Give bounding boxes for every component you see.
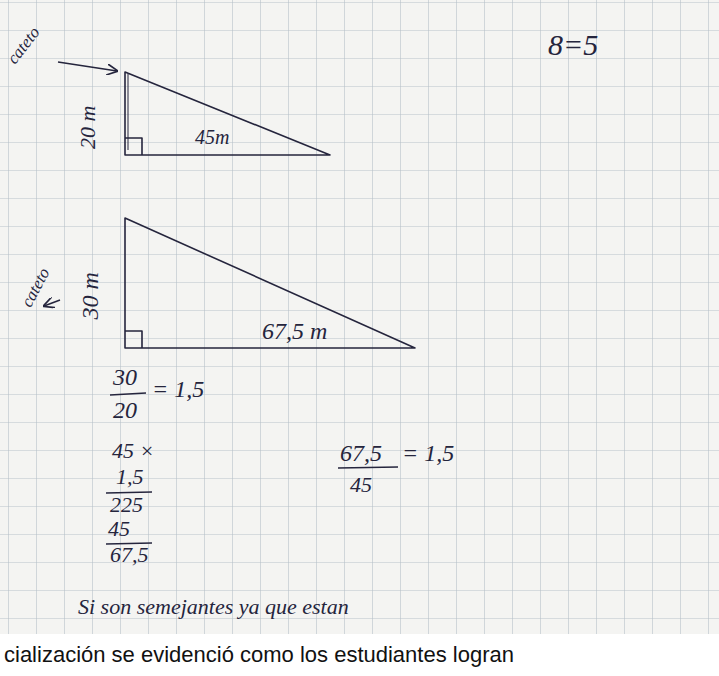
- dimension: 30 m: [77, 272, 103, 319]
- math-number: 67,5: [110, 542, 149, 567]
- side-name-wrap: cateto: [17, 265, 54, 311]
- math-result-wrap: = 1,5: [152, 376, 204, 403]
- math-number-wrap: 225: [110, 492, 143, 518]
- math-number-wrap: 1,5: [116, 464, 144, 490]
- dimension-wrap: 45m: [195, 126, 229, 149]
- fraction-bar: [110, 393, 146, 395]
- note-wrap: 8=5: [548, 28, 598, 62]
- dimension: 45m: [195, 126, 229, 148]
- caption-text-wrap: cialización se evidenció como los estudi…: [4, 642, 514, 668]
- conclusion-text-wrap: Si son semejantes ya que estan: [78, 594, 349, 620]
- leader-arrow: [44, 300, 60, 306]
- dimension-wrap: 20 m: [75, 106, 101, 149]
- leader-arrow: [58, 62, 117, 71]
- math-result: = 1,5: [152, 376, 204, 402]
- right-triangle: [125, 72, 330, 155]
- math-number-wrap: 67,5: [340, 440, 382, 467]
- math-number-wrap: 67,5: [110, 542, 149, 568]
- dimension-wrap: 30 m: [77, 272, 104, 319]
- math-number: 225: [110, 492, 143, 517]
- math-result-wrap: = 1,5: [402, 440, 454, 467]
- math-number: 20: [113, 397, 137, 423]
- right-triangle: [125, 218, 415, 348]
- math-number-wrap: 45 ×: [112, 438, 154, 464]
- dimension: 20 m: [75, 106, 100, 149]
- math-number-wrap: 45: [350, 472, 372, 498]
- dimension-wrap: 67,5 m: [262, 318, 327, 345]
- fraction-bar: [338, 467, 398, 468]
- math-number-wrap: 30: [113, 364, 137, 391]
- side-name: cateto: [3, 23, 44, 67]
- math-number: 45: [108, 516, 130, 541]
- right-angle-mark: [125, 331, 142, 348]
- math-number: 67,5: [340, 440, 382, 466]
- math-number-wrap: 45: [108, 516, 130, 542]
- math-number: 45: [350, 472, 372, 497]
- text-band: [0, 634, 719, 676]
- math-number: 45 ×: [112, 438, 154, 463]
- side-name-wrap: cateto: [3, 23, 44, 68]
- conclusion-text: Si son semejantes ya que estan: [78, 594, 349, 619]
- math-number-wrap: 20: [113, 397, 137, 424]
- note: 8=5: [548, 28, 598, 61]
- caption-text: cialización se evidenció como los estudi…: [4, 642, 514, 667]
- dimension: 67,5 m: [262, 318, 327, 344]
- math-number: 30: [113, 364, 137, 390]
- side-name: cateto: [17, 265, 53, 311]
- grid-paper: [0, 0, 719, 634]
- math-number: 1,5: [116, 464, 144, 489]
- math-result: = 1,5: [402, 440, 454, 466]
- side-highlight: [128, 74, 129, 150]
